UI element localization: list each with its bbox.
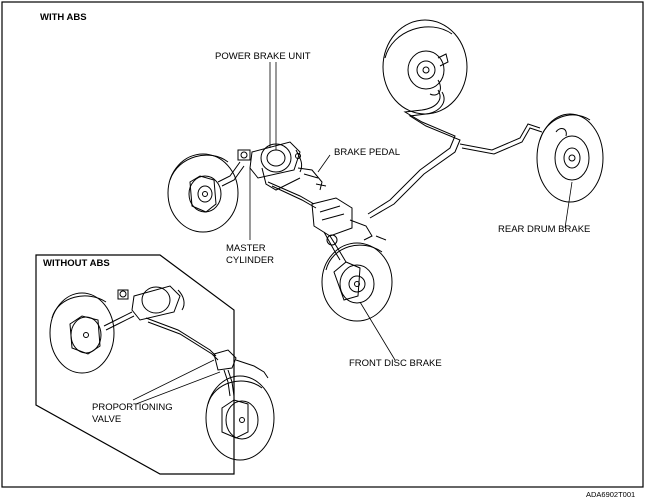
outer-frame [1,1,644,488]
without-abs-heading: WITHOUT ABS [43,258,110,269]
inset-proportioning-valve [213,349,269,379]
label-proportioning-valve-line2: VALVE [92,414,122,425]
figure-code: ADA6902T001 [586,490,636,499]
leader-lines [132,62,573,405]
inset-frame [35,254,235,475]
label-front-disc-brake: FRONT DISC BRAKE [349,358,442,369]
brake-lines-main [217,89,543,263]
front-left-wheel [167,153,239,233]
inset-master-cylinder [117,285,185,321]
inset-left-wheel [49,292,115,374]
with-abs-heading: WITH ABS [40,12,87,23]
inset-right-wheel [205,375,275,461]
label-power-brake-unit: POWER BRAKE UNIT [215,51,311,62]
front-right-wheel [321,242,393,322]
label-rear-drum-brake: REAR DRUM BRAKE [498,224,591,235]
rear-right-wheel [536,113,604,203]
label-brake-pedal: BRAKE PEDAL [334,147,400,158]
label-proportioning-valve-line1: PROPORTIONING [92,402,173,413]
brake-pedal [297,167,327,191]
label-master-cylinder-line2: CYLINDER [226,255,275,266]
label-master-cylinder-line1: MASTER [226,243,266,254]
abs-hydraulic-unit [311,197,387,246]
brake-lines-inset [103,311,235,397]
rear-left-wheel [382,19,468,115]
